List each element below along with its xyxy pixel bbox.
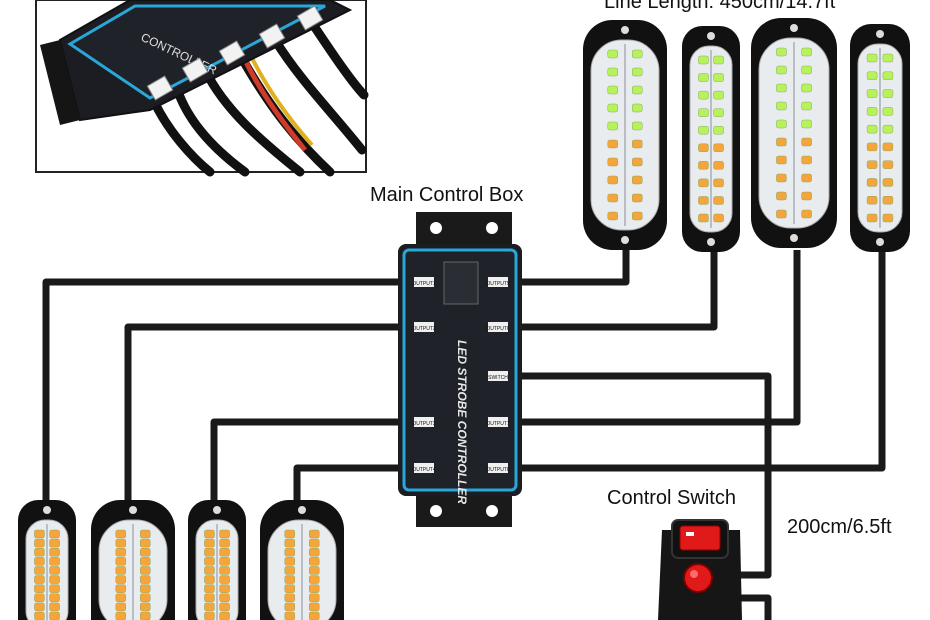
wire-output8 [518,250,886,472]
wire-harness [42,250,886,620]
push-button[interactable] [683,563,713,593]
bottom-light-group [18,500,344,620]
port-label: OUTPUT8 [486,463,510,473]
bottom-light-4 [260,500,344,620]
wire-output5 [518,250,630,286]
top-light-3 [751,18,837,248]
box-brand-text: LED STROBE CONTROLLER [455,340,469,504]
svg-text:OUTPUT8: OUTPUT8 [486,467,510,473]
svg-text:OUTPUT1: OUTPUT1 [412,281,436,287]
port-label: OUTPUT5 [486,277,510,287]
svg-text:OUTPUT3: OUTPUT3 [412,421,436,427]
line-length-label: Line Length: 450cm/14.7ft [604,0,836,13]
svg-text:OUTPUT4: OUTPUT4 [412,467,436,473]
port-label: OUTPUT6 [486,322,510,332]
top-light-2 [682,26,740,252]
svg-text:SWITCH: SWITCH [488,375,508,381]
port-label: OUTPUT1 [412,277,436,287]
svg-text:OUTPUT5: OUTPUT5 [486,281,510,287]
port-label: OUTPUT4 [412,463,436,473]
svg-text:OUTPUT2: OUTPUT2 [412,326,436,332]
top-light-1 [583,20,667,250]
port-label: OUTPUT2 [412,322,436,332]
port-label: SWITCH [488,371,508,381]
control-switch-label: Control Switch [607,487,736,509]
rocker-button[interactable] [679,525,721,551]
wire-output3 [210,418,410,510]
wire-output7 [518,250,801,426]
wire-output6 [518,250,718,331]
wire-output2 [124,323,410,510]
top-light-group [583,18,910,252]
wire-output1 [42,278,410,510]
bottom-light-1 [18,500,76,620]
port-label: OUTPUT3 [412,417,436,427]
bottom-light-3 [188,500,246,620]
control-switch [658,519,742,620]
wire-switch [518,372,772,579]
switch-length-label: 200cm/6.5ft [787,516,892,538]
main-control-box: LED STROBE CONTROLLER OUTPUT1OUTPUT2OUTP… [398,212,522,527]
bottom-light-2 [91,500,175,620]
port-label: OUTPUT7 [486,417,510,427]
main-control-box-label: Main Control Box [370,184,524,206]
wire-output4 [293,464,410,505]
inset-photo: CONTROLLER [35,0,369,177]
svg-text:OUTPUT7: OUTPUT7 [486,421,510,427]
svg-text:OUTPUT6: OUTPUT6 [486,326,510,332]
wire-switch-return [740,594,772,620]
top-light-4 [850,24,910,252]
